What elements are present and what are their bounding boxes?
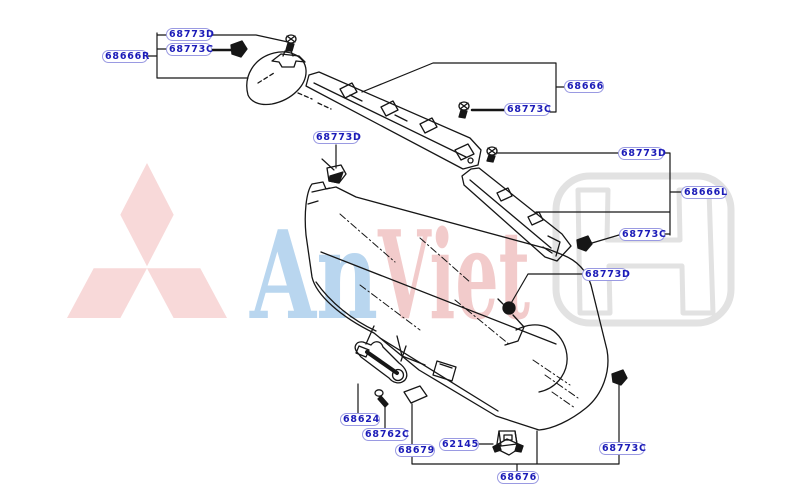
part-label-68773c-top-right[interactable]: 68773C <box>504 103 551 116</box>
part-label-68666[interactable]: 68666 <box>564 80 604 93</box>
screw-icon <box>486 146 498 163</box>
anviet-watermark: An Viet <box>249 203 530 347</box>
part-label-68624[interactable]: 68624 <box>340 413 380 426</box>
tailgate-upper-garnish-drawing <box>297 71 482 170</box>
part-label-68666l[interactable]: 68666L <box>681 186 727 199</box>
pull-handle-drawing <box>354 325 408 384</box>
screw-icon <box>458 101 470 119</box>
part-label-68773c-top-left[interactable]: 68773C <box>166 43 213 56</box>
anviet-text-viet: Viet <box>377 203 530 347</box>
clip-icon <box>576 235 593 252</box>
striker-cover-drawing <box>492 430 524 456</box>
part-label-68773c-bottom[interactable]: 68773C <box>599 442 646 455</box>
part-label-68773d-top-left[interactable]: 68773D <box>166 28 214 41</box>
grommet-icon <box>497 298 516 315</box>
part-label-68679[interactable]: 68679 <box>395 444 435 457</box>
mitsubishi-logo <box>67 163 227 318</box>
clip-icon <box>611 369 628 386</box>
part-label-68762c[interactable]: 68762C <box>362 428 409 441</box>
clip-icon <box>230 40 248 58</box>
part-label-62145[interactable]: 62145 <box>439 438 479 451</box>
part-label-68666r[interactable]: 68666R <box>102 50 149 63</box>
part-label-68676[interactable]: 68676 <box>497 471 539 484</box>
screw-icon <box>374 389 389 408</box>
garnish-right-drawing <box>246 50 307 106</box>
clip-icon <box>326 164 347 184</box>
screw-icon <box>285 34 297 52</box>
pad-drawing <box>403 385 428 404</box>
part-label-68773d-center[interactable]: 68773D <box>582 268 630 281</box>
part-label-68773d-right[interactable]: 68773D <box>618 147 666 160</box>
leader-lines <box>147 32 682 472</box>
tailgate-lower-trim-drawing <box>304 181 609 431</box>
part-label-68773d-mid-left[interactable]: 68773D <box>313 131 361 144</box>
honda-logo <box>552 172 735 327</box>
part-label-68773c-right[interactable]: 68773C <box>619 228 666 241</box>
